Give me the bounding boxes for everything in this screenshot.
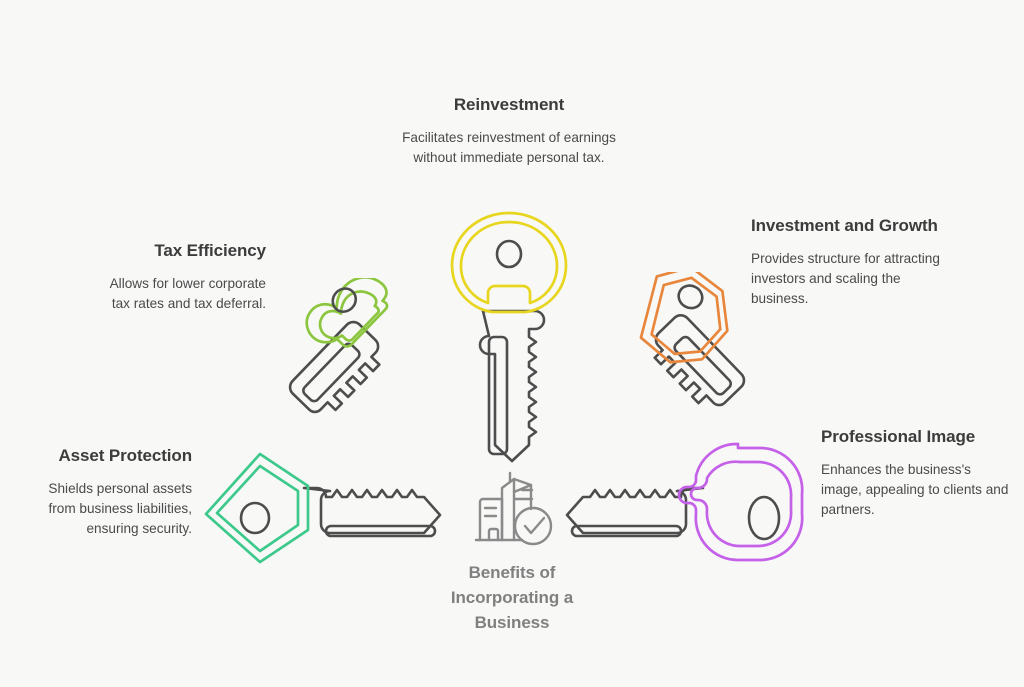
item-label-tax-efficiency: Tax Efficiency Allows for lower corporat… [88,238,266,314]
item-description-tax-efficiency: Allows for lower corporate tax rates and… [109,276,266,311]
key-rounded-rect-bow-svg [565,442,804,562]
item-title-asset-protection: Asset Protection [58,446,193,465]
item-title-investment-and-growth: Investment and Growth [751,216,938,235]
key-hole [747,495,781,541]
item-title-professional-image: Professional Image [821,427,976,446]
key-diamond-bow-svg [204,452,442,564]
item-description-reinvestment: Facilitates reinvestment of earnings wit… [402,130,616,165]
item-description-professional-image: Enhances the business's image, appealing… [821,462,1009,517]
key-hexagon-bow-svg [639,265,746,407]
item-label-asset-protection: Asset Protection Shields personal assets… [20,443,192,538]
center-hub-title: Benefits of Incorporating a Business [450,563,574,633]
key-hole [239,501,271,535]
item-title-reinvestment: Reinvestment [453,95,565,114]
key-hole [677,284,704,310]
item-description-asset-protection: Shields personal assets from business li… [48,481,192,536]
building-check-icon [474,471,553,546]
key-diamond-bow-icon [200,440,455,605]
key-hexagon-bow-icon [534,265,764,492]
key-clover-bow-svg [288,275,389,414]
key-rounded-rect-bow-icon [552,440,807,605]
item-description-investment-and-growth: Provides structure for attracting invest… [751,251,940,306]
center-hub: Benefits of Incorporating a Business [432,470,592,635]
item-title-tax-efficiency: Tax Efficiency [154,241,266,260]
key-hole [331,287,358,313]
item-label-investment-and-growth: Investment and Growth Provides structure… [751,213,941,308]
item-label-reinvestment: Reinvestment Facilitates reinvestment of… [398,92,620,168]
item-label-professional-image: Professional Image Enhances the business… [821,424,1009,519]
key-clover-bow-icon [272,275,502,493]
key-round-bow-svg [450,211,568,463]
key-hole [495,239,523,269]
key-round-bow-icon [436,210,586,490]
